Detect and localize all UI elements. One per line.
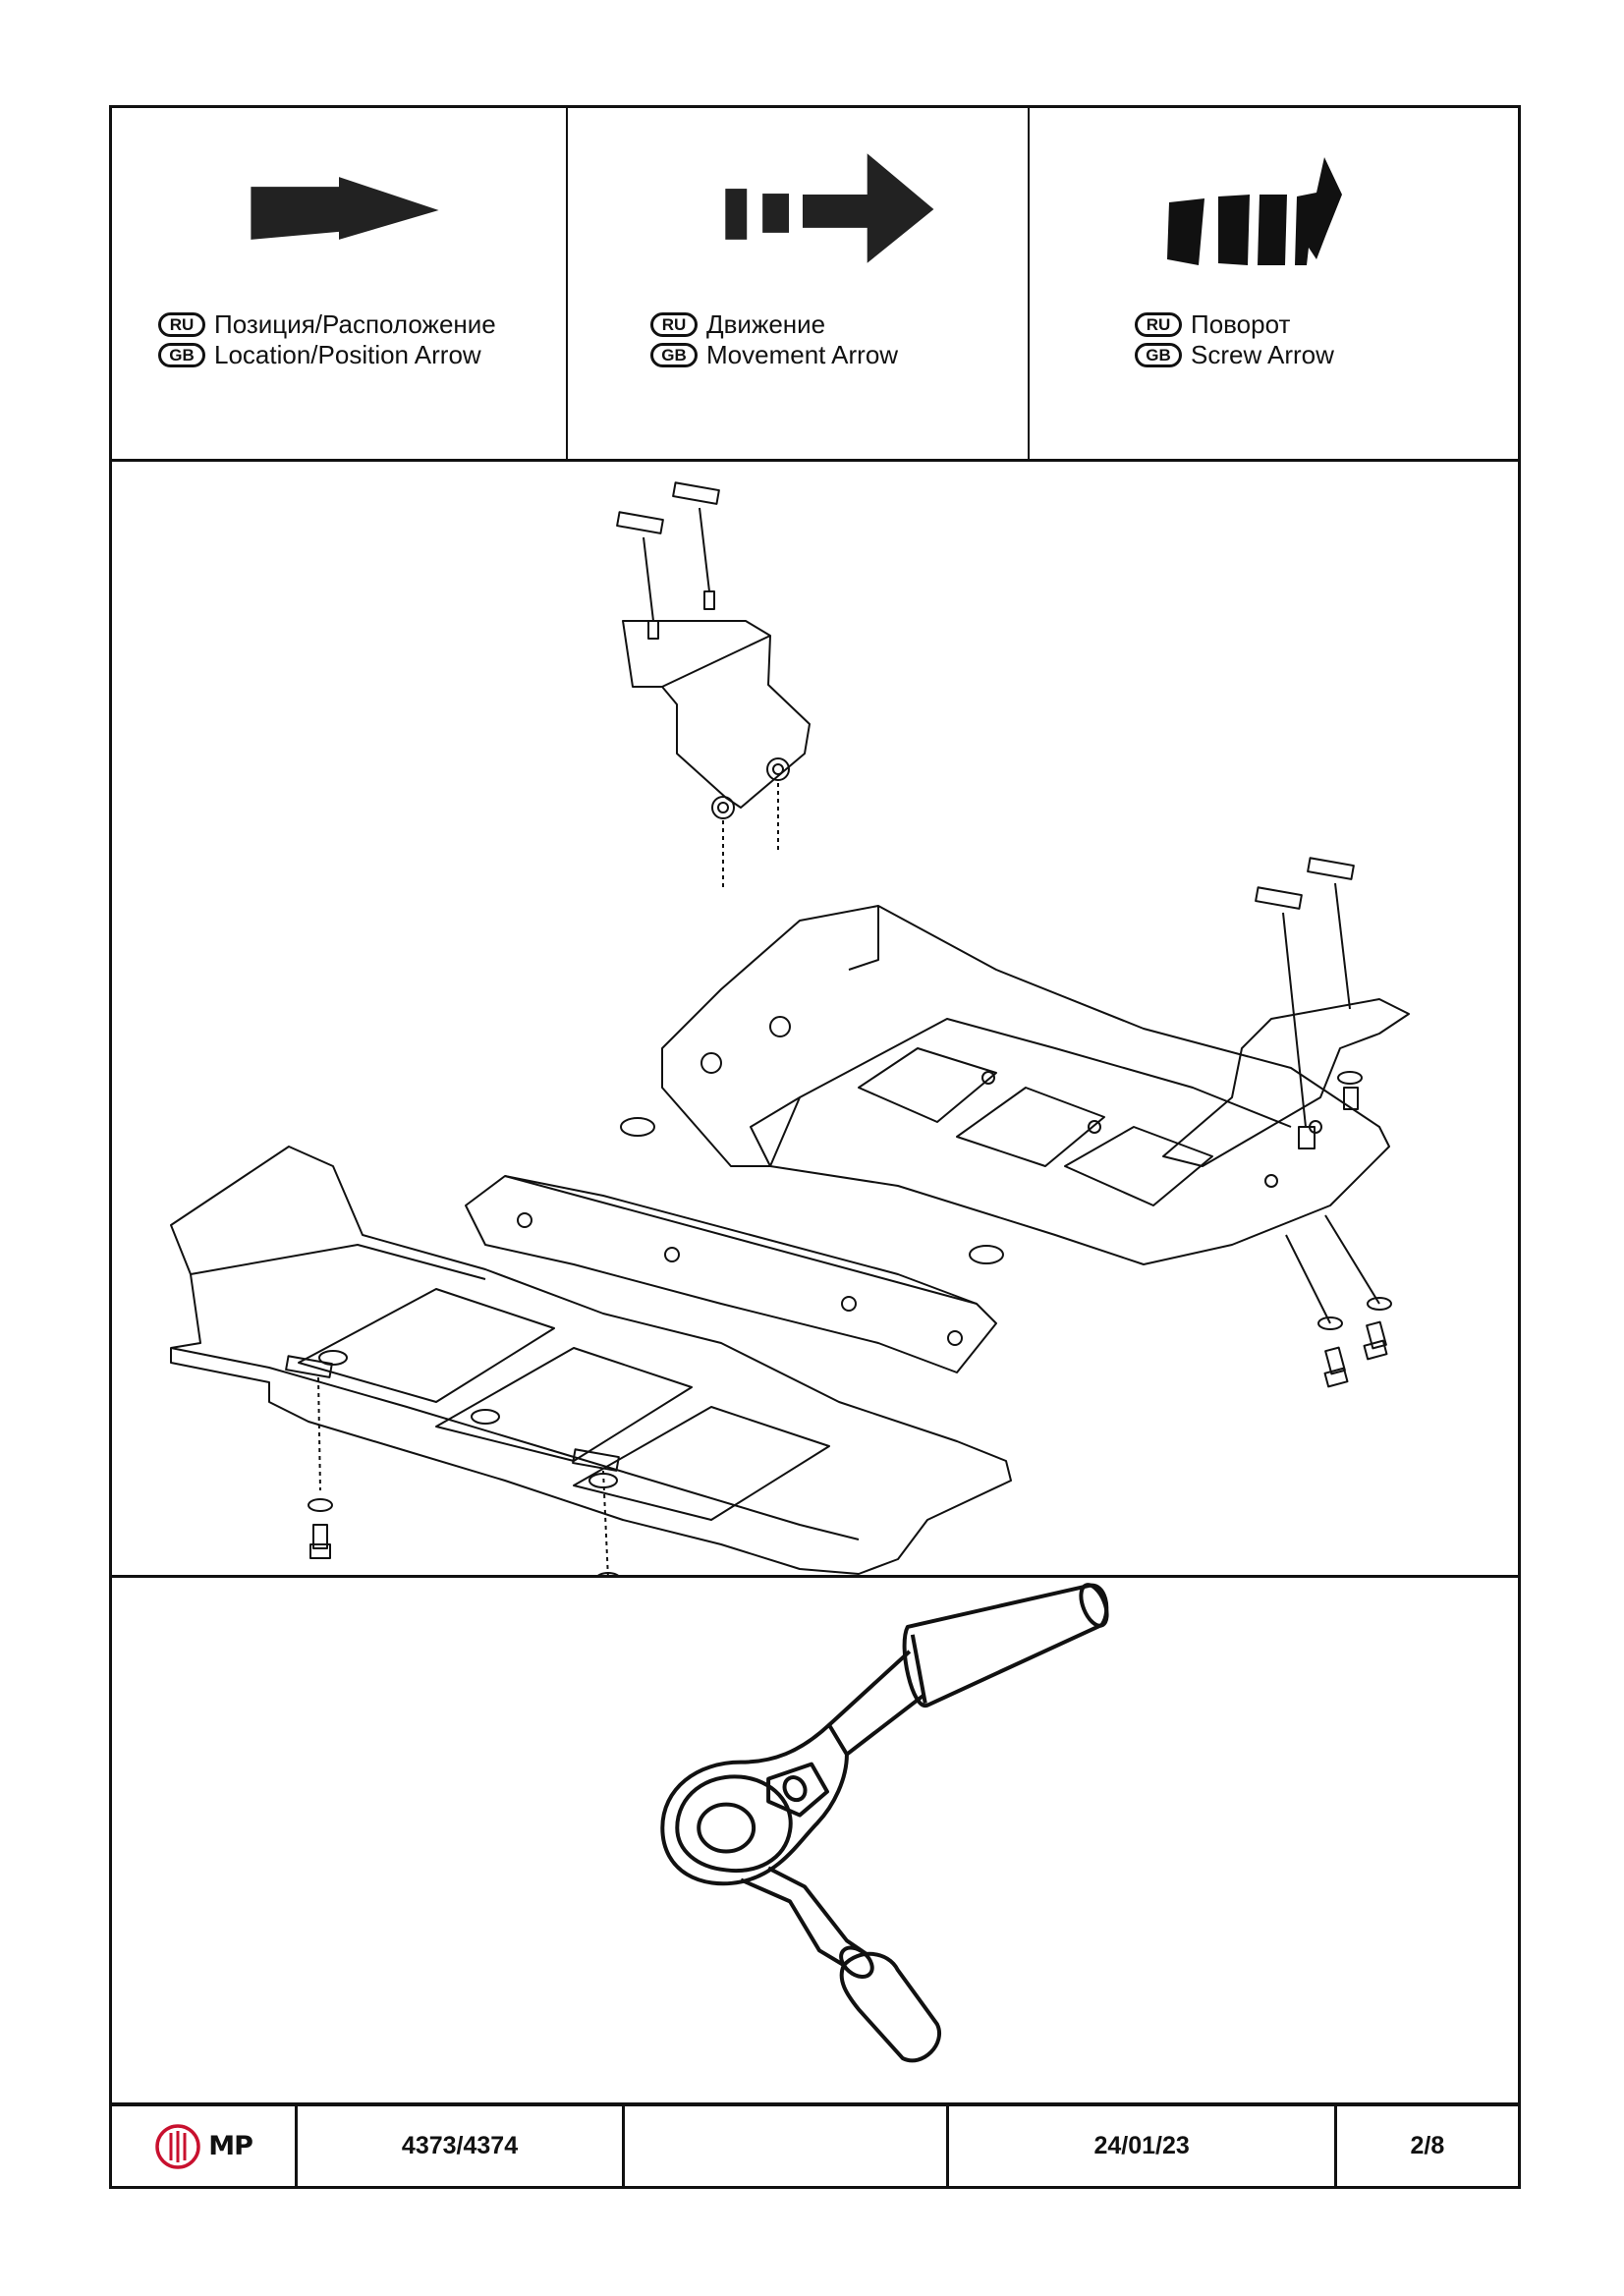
ru-badge: RU xyxy=(158,312,205,337)
location-arrow-icon xyxy=(251,177,439,240)
legend-gb-label: Screw Arrow xyxy=(1191,340,1334,369)
legend-screw-text: RU Поворот GB Screw Arrow xyxy=(1135,309,1334,370)
skid-plate-exploded-view xyxy=(170,481,1410,1575)
front-fasteners xyxy=(285,1355,620,1575)
page-number: 2/8 xyxy=(1410,2132,1445,2159)
gb-badge: GB xyxy=(1135,343,1182,367)
article-number: 4373/4374 xyxy=(298,2106,625,2186)
front-skid-plate xyxy=(170,1117,1012,1575)
legend-movement: RU Движение GB Movement Arrow xyxy=(568,108,1030,459)
legend-screw: RU Поворот GB Screw Arrow xyxy=(1030,108,1518,459)
logo-cell: MP xyxy=(112,2106,299,2186)
legend-location-text: RU Позиция/Расположение GB Location/Positi… xyxy=(158,309,496,370)
legend-ru-label: Поворот xyxy=(1191,309,1291,339)
legend-gb-label: Movement Arrow xyxy=(706,340,899,369)
revision-date: 24/01/23 xyxy=(949,2106,1337,2186)
instruction-sheet-frame: RU Позиция/Расположение GB Location/Positi… xyxy=(109,105,1521,2189)
mp-logo: MP xyxy=(154,2123,253,2170)
legend-ru-label: Позиция/Расположение xyxy=(214,309,496,339)
movement-arrow-icon xyxy=(725,153,934,263)
ru-badge: RU xyxy=(650,312,698,337)
legend-gb-label: Location/Position Arrow xyxy=(214,340,481,369)
legend-movement-text: RU Движение GB Movement Arrow xyxy=(650,309,898,370)
assembly-drawing-panel xyxy=(112,459,1518,1578)
legend-location: RU Позиция/Расположение GB Location/Positi… xyxy=(112,108,568,459)
ru-badge: RU xyxy=(1135,312,1182,337)
legend-ru-label: Движение xyxy=(706,309,826,339)
logo-text: MP xyxy=(208,2131,253,2161)
blank-cell xyxy=(625,2106,950,2186)
tool-panel xyxy=(112,1578,1518,2106)
title-block: MP 4373/4374 24/01/23 2/8 xyxy=(112,2106,1518,2186)
screw-arrow-icon xyxy=(1167,157,1342,265)
right-bracket xyxy=(1162,857,1410,1388)
rear-skid-plate xyxy=(661,905,1390,1265)
arrow-legend: RU Позиция/Расположение GB Location/Positi… xyxy=(112,108,1518,462)
top-bracket xyxy=(616,481,811,891)
mp-logo-icon xyxy=(155,2123,201,2169)
gb-badge: GB xyxy=(650,343,698,367)
gb-badge: GB xyxy=(158,343,205,367)
ratchet-wrench-icon xyxy=(660,1583,1109,2063)
